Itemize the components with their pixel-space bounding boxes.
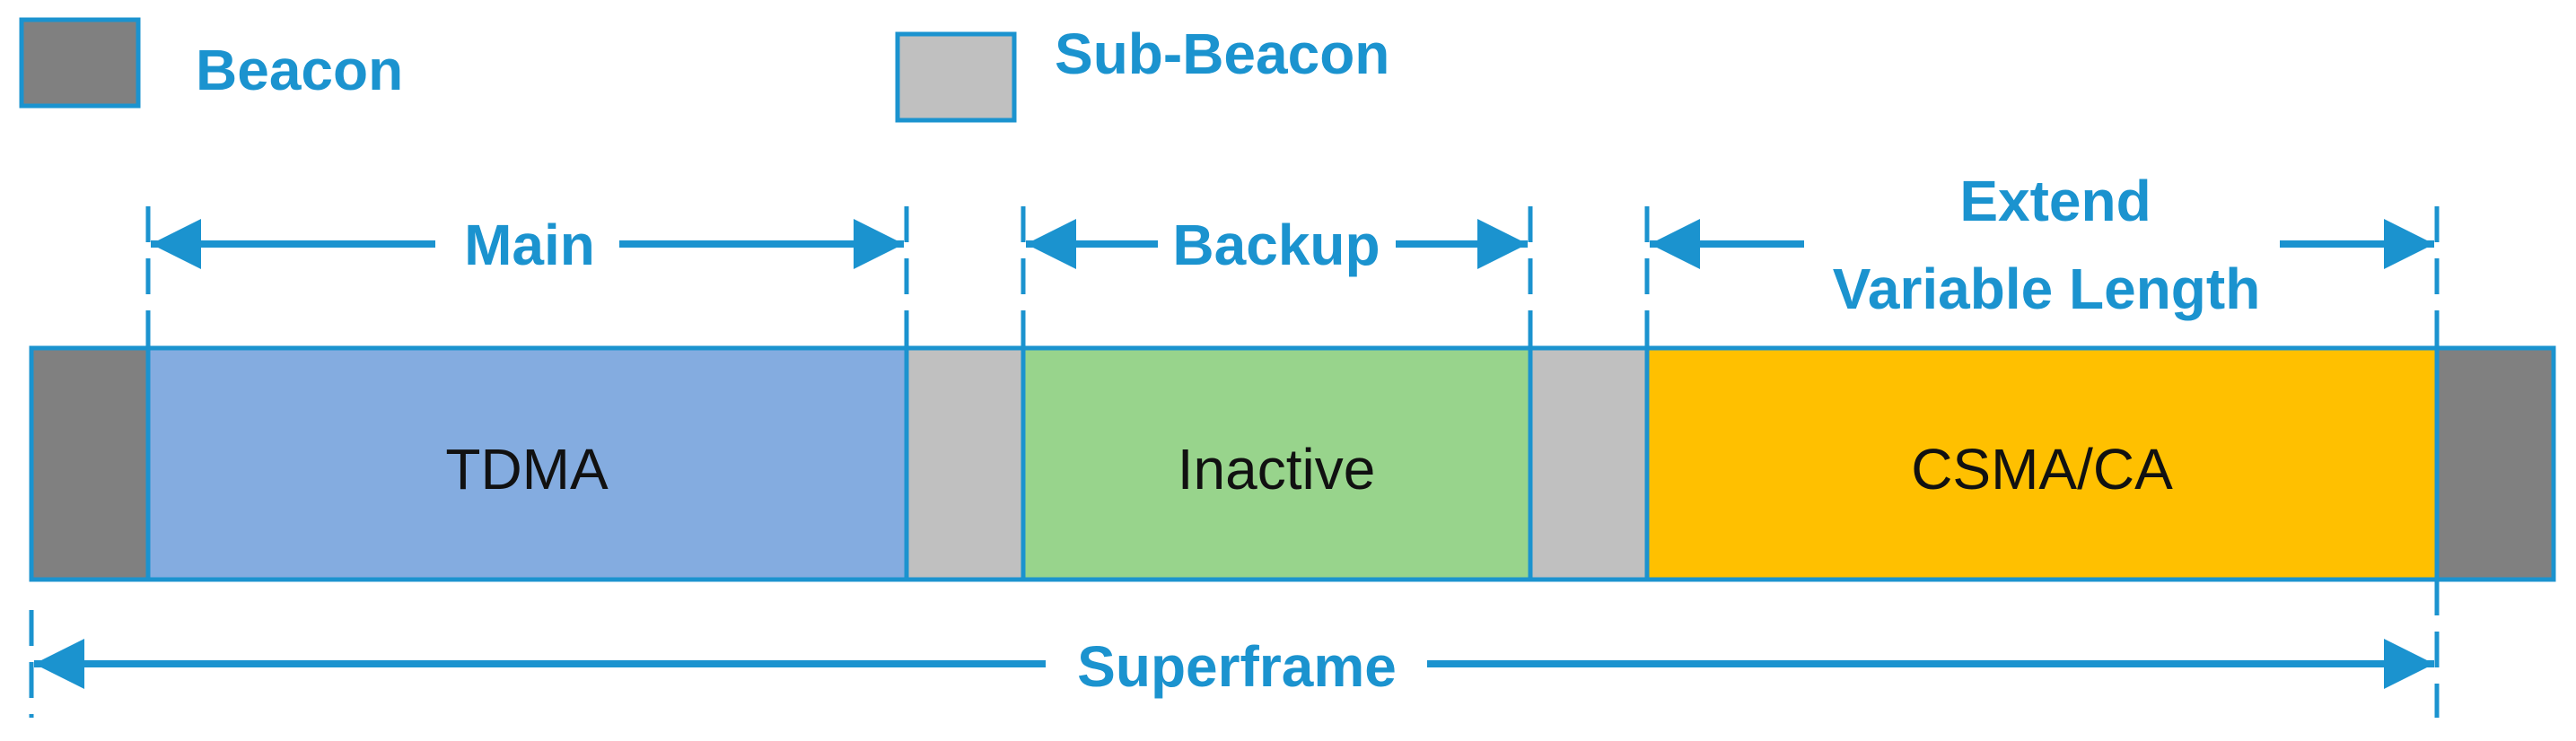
tdma-segment (145, 345, 909, 582)
inactive-segment (1021, 345, 1533, 582)
sub-beacon-segment-2 (1528, 345, 1650, 582)
superframe-span-label: Superframe (1077, 634, 1397, 699)
csma-segment (1644, 345, 2440, 582)
variable-length-label: Variable Length (1833, 257, 2261, 321)
legend: Beacon Sub-Beacon (19, 17, 1389, 123)
beacon-segment-start (29, 345, 151, 582)
sub-beacon-legend-label: Sub-Beacon (1055, 22, 1389, 86)
boundary-markers (29, 206, 2440, 718)
span-arrows (34, 219, 2434, 689)
tdma-label: TDMA (445, 437, 609, 501)
beacon-legend-swatch (19, 17, 141, 109)
main-span-label: Main (464, 213, 595, 277)
sub-beacon-legend-swatch (895, 31, 1017, 123)
inactive-label: Inactive (1178, 437, 1376, 501)
superframe-bar (29, 345, 2556, 582)
backup-span-label: Backup (1172, 213, 1380, 277)
csma-label: CSMA/CA (1911, 437, 2173, 501)
beacon-legend-label: Beacon (196, 38, 403, 102)
beacon-segment-end (2434, 345, 2556, 582)
extend-span-label: Extend (1959, 169, 2151, 233)
sub-beacon-segment-1 (904, 345, 1026, 582)
